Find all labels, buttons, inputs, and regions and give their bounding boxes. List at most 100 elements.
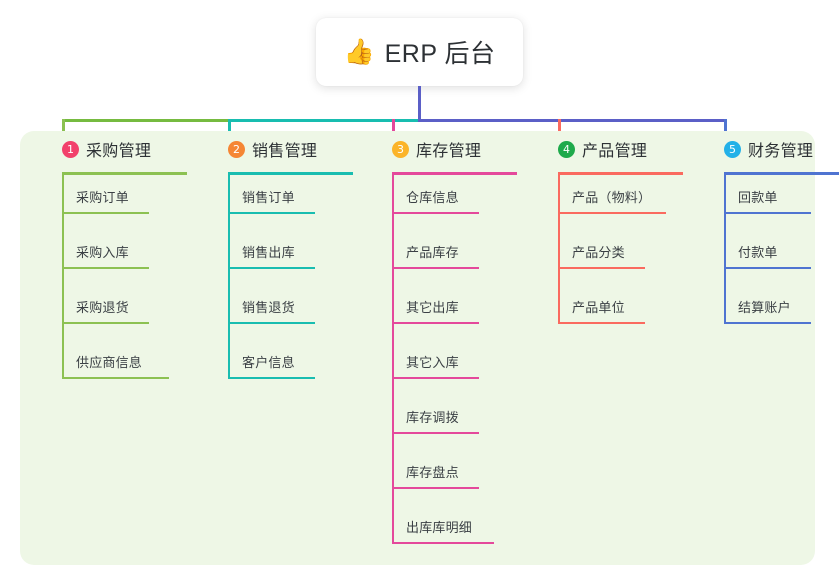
column-header-rule [392, 172, 517, 175]
list-item[interactable]: 其它入库 [394, 354, 479, 379]
column-header[interactable]: 3 库存管理 [372, 131, 481, 167]
list-item-label: 付款单 [738, 245, 778, 260]
list-item[interactable]: 采购订单 [64, 189, 149, 214]
list-item-rule [560, 267, 645, 269]
column-title: 采购管理 [86, 143, 152, 160]
column-title: 产品管理 [582, 143, 648, 160]
list-item-label: 采购订单 [76, 190, 129, 205]
list-item[interactable]: 库存调拨 [394, 409, 479, 434]
list-item[interactable]: 客户信息 [230, 354, 315, 379]
list-item-label: 采购退货 [76, 300, 129, 315]
list-item-rule [560, 212, 666, 214]
column-采购管理: 1 采购管理采购订单采购入库采购退货供应商信息 [42, 131, 187, 379]
list-item[interactable]: 产品库存 [394, 244, 479, 269]
list-item-rule [394, 487, 479, 489]
list-item-rule [230, 267, 315, 269]
list-item-label: 客户信息 [242, 355, 295, 370]
list-item-label: 库存调拨 [406, 410, 459, 425]
list-item-rule [394, 542, 494, 544]
connector-bar-mid [228, 119, 421, 122]
list-item-rule [394, 377, 479, 379]
title-drop-line [418, 86, 421, 122]
column-header-rule [62, 172, 187, 175]
list-item[interactable]: 仓库信息 [394, 189, 479, 214]
connector-bar-right [418, 119, 727, 122]
list-item-label: 产品库存 [406, 245, 459, 260]
list-item[interactable]: 采购退货 [64, 299, 149, 324]
list-item-label: 结算账户 [738, 300, 791, 315]
list-item-rule [726, 322, 811, 324]
column-header[interactable]: 1 采购管理 [42, 131, 151, 167]
column-number-badge: 4 [558, 140, 575, 158]
title-card: 👍 ERP 后台 [316, 18, 523, 86]
list-item[interactable]: 采购入库 [64, 244, 149, 269]
list-item[interactable]: 销售出库 [230, 244, 315, 269]
list-item[interactable]: 付款单 [726, 244, 811, 269]
list-item[interactable]: 库存盘点 [394, 464, 479, 489]
list-item-label: 仓库信息 [406, 190, 459, 205]
list-item-rule [230, 322, 315, 324]
column-销售管理: 2 销售管理销售订单销售出库销售退货客户信息 [208, 131, 353, 379]
list-item-rule [394, 432, 479, 434]
column-number-badge: 1 [62, 140, 79, 158]
column-title: 库存管理 [416, 143, 482, 160]
list-item[interactable]: 回款单 [726, 189, 811, 214]
list-item[interactable]: 产品单位 [560, 299, 645, 324]
list-item-label: 其它出库 [406, 300, 459, 315]
list-item-label: 销售订单 [242, 190, 295, 205]
list-item-label: 出库库明细 [406, 520, 473, 535]
column-header-rule [228, 172, 353, 175]
list-item-label: 产品单位 [572, 300, 625, 315]
column-number-badge: 3 [392, 140, 409, 158]
list-item[interactable]: 其它出库 [394, 299, 479, 324]
list-item-rule [230, 212, 315, 214]
list-item[interactable]: 产品（物料） [560, 189, 666, 214]
connector-bar-left [62, 119, 228, 122]
column-库存管理: 3 库存管理仓库信息产品库存其它出库其它入库库存调拨库存盘点出库库明细 [372, 131, 517, 544]
list-item-rule [394, 212, 479, 214]
page-title: ERP 后台 [384, 40, 496, 68]
list-item[interactable]: 产品分类 [560, 244, 645, 269]
column-spine [62, 175, 64, 379]
column-header[interactable]: 2 销售管理 [208, 131, 317, 167]
list-item-label: 库存盘点 [406, 465, 459, 480]
column-spine [724, 175, 726, 324]
column-财务管理: 5 财务管理回款单付款单结算账户 [704, 131, 839, 324]
list-item-rule [560, 322, 645, 324]
list-item-rule [64, 267, 149, 269]
list-item-label: 回款单 [738, 190, 778, 205]
column-number-badge: 5 [724, 140, 741, 158]
list-item-rule [726, 267, 811, 269]
list-item-label: 供应商信息 [76, 355, 143, 370]
list-item-label: 采购入库 [76, 245, 129, 260]
column-spine [558, 175, 560, 324]
list-item-rule [64, 212, 149, 214]
list-item[interactable]: 销售退货 [230, 299, 315, 324]
column-产品管理: 4 产品管理产品（物料） 产品分类产品单位 [538, 131, 683, 324]
column-title: 财务管理 [748, 143, 814, 160]
list-item-rule [64, 322, 149, 324]
list-item-rule [394, 322, 479, 324]
column-title: 销售管理 [252, 143, 318, 160]
list-item-label: 产品分类 [572, 245, 625, 260]
list-item[interactable]: 销售订单 [230, 189, 315, 214]
thumbs-up-icon: 👍 [343, 37, 375, 66]
diagram-panel: 1 采购管理采购订单采购入库采购退货供应商信息 2 销售管理销售订单销售出库销售退货客… [20, 131, 839, 565]
column-spine [228, 175, 230, 379]
list-item-rule [726, 212, 811, 214]
column-number-badge: 2 [228, 140, 245, 158]
list-item-label: 销售退货 [242, 300, 295, 315]
list-item-rule [394, 267, 479, 269]
column-header[interactable]: 4 产品管理 [538, 131, 647, 167]
column-spine [392, 175, 394, 544]
list-item-label: 产品（物料） [572, 190, 652, 205]
list-item[interactable]: 出库库明细 [394, 519, 494, 544]
column-header-rule [558, 172, 683, 175]
list-item-label: 销售出库 [242, 245, 295, 260]
column-header[interactable]: 5 财务管理 [704, 131, 813, 167]
column-header-rule [724, 172, 839, 175]
list-item[interactable]: 供应商信息 [64, 354, 169, 379]
list-item-label: 其它入库 [406, 355, 459, 370]
list-item-rule [230, 377, 315, 379]
list-item[interactable]: 结算账户 [726, 299, 811, 324]
